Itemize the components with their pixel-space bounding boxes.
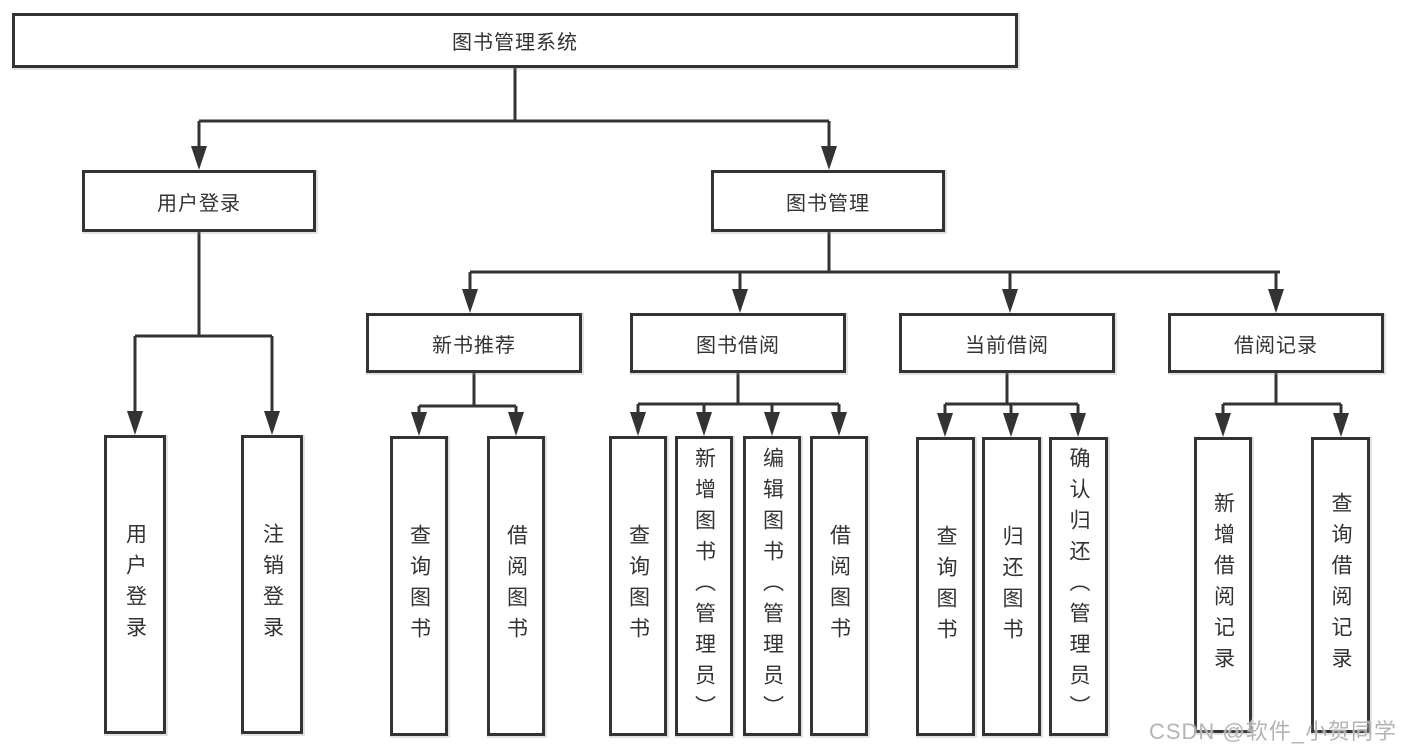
connector-newbook-to-leaves [411,373,524,436]
node-add-books-admin: 新增图书（管理员） [675,436,733,736]
node-query-books-borrow: 查询图书 [609,436,667,736]
node-query-books-recommend: 查询图书 [390,436,448,736]
connector-bookmgmt-to-modules [462,232,1284,313]
node-confirm-return-admin: 确认归还（管理员） [1049,437,1108,736]
node-edit-books-admin: 编辑图书（管理员） [743,436,801,736]
node-logout-leaf: 注销登录 [241,435,303,734]
connector-records-to-leaves [1215,373,1349,437]
node-query-borrow-record: 查询借阅记录 [1311,437,1370,733]
node-return-books: 归还图书 [982,437,1041,736]
node-query-books-current: 查询图书 [916,437,975,736]
node-library-management-system: 图书管理系统 [12,13,1018,68]
node-current-borrowing: 当前借阅 [899,313,1115,373]
csdn-watermark: CSDN @软件_小贺同学 [1148,719,1397,744]
connector-userlogin-to-leaves [127,232,280,435]
node-borrow-books-recommend: 借阅图书 [487,436,545,736]
node-book-borrowing: 图书借阅 [630,313,846,373]
node-book-management-branch: 图书管理 [711,170,945,232]
node-add-borrow-record: 新增借阅记录 [1194,437,1252,733]
node-borrow-books-leaf: 借阅图书 [810,436,868,736]
connector-bookborrow-to-leaves [630,373,847,436]
connector-root-to-level2 [191,68,837,170]
connector-currentborrow-to-leaves [937,373,1086,437]
node-borrowing-records: 借阅记录 [1168,313,1384,373]
node-user-login-branch: 用户登录 [82,170,316,232]
node-user-login-leaf: 用户登录 [104,435,166,734]
node-new-book-recommendation: 新书推荐 [366,313,582,373]
